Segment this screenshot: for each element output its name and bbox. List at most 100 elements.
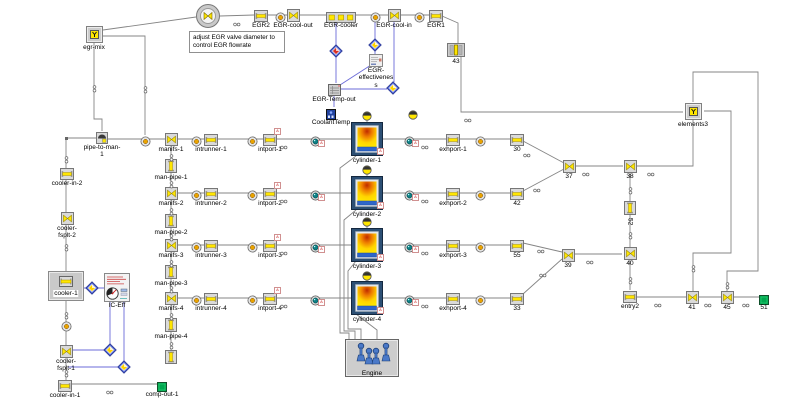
intport-1[interactable] [263,133,277,151]
conn-int-b-4[interactable] [247,293,258,311]
intrunner-1[interactable] [204,133,218,151]
conn-cool-1[interactable] [61,319,72,337]
egr-valve[interactable] [195,3,221,34]
EGR-cooler[interactable] [326,10,356,28]
sens-d1[interactable] [329,44,343,63]
entry2-label: entry2 [620,303,640,310]
pipe-55[interactable] [510,239,524,257]
cylinder-4[interactable] [351,281,383,320]
man-pipe-end[interactable] [165,350,177,369]
conn-exh-4[interactable] [475,293,486,311]
EGR-effectiveness[interactable] [369,53,383,72]
intrunner-3[interactable] [204,239,218,257]
block-43[interactable] [447,43,465,62]
intport-1-warning-badge: A [274,128,281,135]
sens-d4[interactable] [85,281,99,300]
EGR-cool-in[interactable] [387,8,401,27]
conn-egr-c[interactable] [414,10,425,28]
exhport-2[interactable] [446,187,460,205]
junc-40[interactable] [623,246,637,265]
cylinder-3[interactable] [351,228,383,267]
conn-exh-1[interactable] [475,134,486,152]
pipe-33[interactable] [510,292,524,310]
cyl-sensor-4[interactable] [362,268,372,286]
sens-d2[interactable] [368,38,382,57]
egr-mix[interactable] [85,25,103,48]
man-pipe-3[interactable] [165,265,177,284]
manifs-4[interactable] [164,291,178,310]
egr-sensor[interactable] [408,107,418,125]
pipe-42[interactable] [510,187,524,205]
conn-cyl-in-4-warning-badge: A [318,299,325,306]
pipe-52[interactable] [624,201,636,220]
conn-cyl-out-1[interactable] [404,134,415,152]
junc-41[interactable] [685,290,699,309]
IC-Eff[interactable] [104,272,130,307]
junc-40-label: 40 [626,260,634,267]
conn-egr-b[interactable] [370,10,381,28]
conn-exh-3[interactable] [475,240,486,258]
junc-38[interactable] [623,159,637,178]
EGR2[interactable] [254,9,268,27]
elements3[interactable] [684,102,702,125]
manifs-2[interactable] [164,186,178,205]
conn-cyl-in-3[interactable] [310,240,321,258]
sens-d6[interactable] [117,360,131,379]
comp-out-1[interactable] [157,379,167,397]
engine[interactable] [345,339,399,382]
cooler-in-1-label: cooler-in-1 [49,392,81,399]
manifs-1[interactable] [164,132,178,151]
intport-3[interactable] [263,239,277,257]
cylinder-1-warning-badge: A [377,148,384,155]
man-pipe-4-label: man-pipe-4 [154,333,188,340]
conn-int-0[interactable] [140,134,151,152]
conn-int-b-1[interactable] [247,134,258,152]
conn-cyl-out-2[interactable] [404,188,415,206]
EGR1[interactable] [429,9,443,27]
entry2[interactable] [623,290,637,308]
conn-cyl-in-4[interactable] [310,293,321,311]
EGR-Temp-out[interactable] [327,83,341,101]
conn-int-a-4[interactable] [191,293,202,311]
conn-int-a-3[interactable] [191,240,202,258]
intport-2[interactable] [263,187,277,205]
EGR-cool-out[interactable] [286,8,300,27]
CoolantTemp[interactable] [326,107,336,125]
conn-cyl-out-4[interactable] [404,293,415,311]
cooler-fsplt-2[interactable] [60,211,74,230]
conn-cyl-in-2[interactable] [310,188,321,206]
intrunner-2[interactable] [204,187,218,205]
intport-4[interactable] [263,292,277,310]
cylinder-2[interactable] [351,176,383,215]
exhport-1[interactable] [446,133,460,151]
annotation-note[interactable]: adjust EGR valve diameter to control EGR… [189,31,285,54]
cyl-sensor-1[interactable] [362,108,372,126]
conn-egr-a[interactable] [275,10,286,28]
cooler-1[interactable] [48,271,84,306]
conn-int-b-3[interactable] [247,240,258,258]
junc-45[interactable] [720,290,734,309]
conn-int-a-2[interactable] [191,188,202,206]
conn-int-b-2[interactable] [247,188,258,206]
sens-d3[interactable] [386,81,400,100]
engine-label: Engine [361,370,383,377]
junc-39[interactable] [561,248,575,267]
cylinder-1[interactable] [351,122,383,161]
sens-d5[interactable] [103,343,117,362]
cyl-sensor-3[interactable] [362,214,372,232]
cooler-fsplt-1[interactable] [59,344,73,363]
end-51[interactable] [759,292,769,310]
conn-cyl-in-1[interactable] [310,134,321,152]
cooler-in-1[interactable] [58,379,72,397]
link-glyph [421,191,429,209]
exhport-3[interactable] [446,239,460,257]
conn-int-a-1[interactable] [191,134,202,152]
junc-37[interactable] [562,159,576,178]
conn-exh-2[interactable] [475,188,486,206]
exhport-4[interactable] [446,292,460,310]
cooler-in-2[interactable] [60,167,74,185]
cyl-sensor-2[interactable] [362,162,372,180]
intrunner-4[interactable] [204,292,218,310]
pipe-to-man-1[interactable] [96,131,108,149]
pipe-30[interactable] [510,133,524,151]
